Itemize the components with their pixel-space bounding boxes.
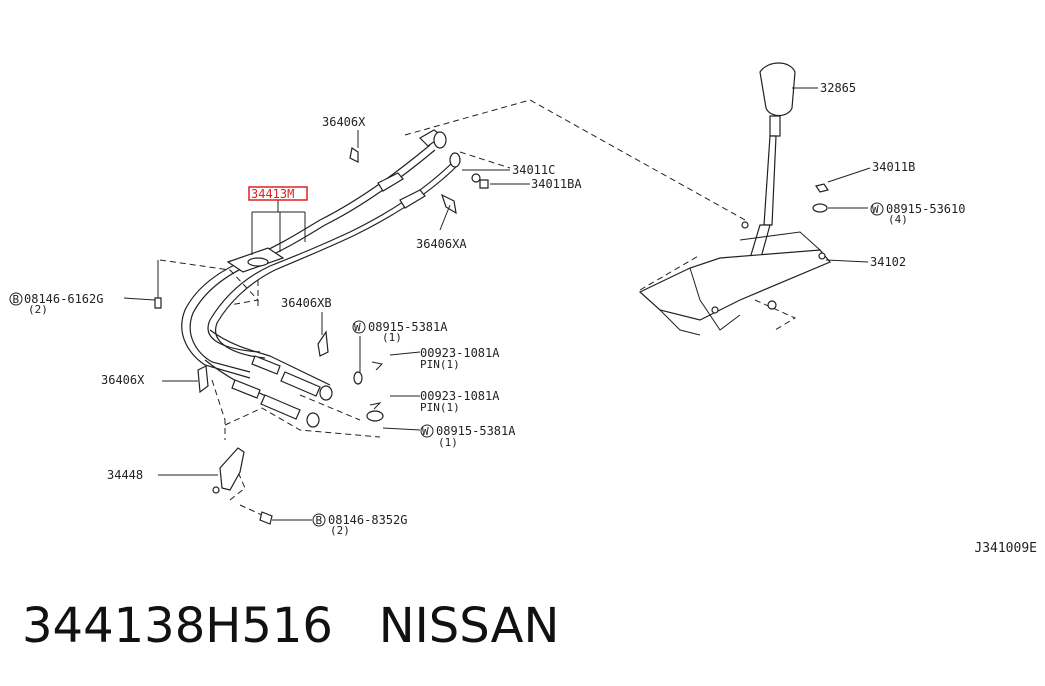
bolt-08146-6162G xyxy=(154,297,162,309)
bolt-symbol-text: B xyxy=(13,293,20,306)
clip-36406XB xyxy=(317,330,329,357)
label-00923-pin-bot: PIN(1) xyxy=(420,401,460,414)
label-32865: 32865 xyxy=(820,81,856,95)
symbol-markers: B W W W B xyxy=(9,202,884,527)
label-34011C: 34011C xyxy=(512,163,555,177)
label-08146-6162G: 08146-6162G xyxy=(24,292,103,306)
label-36406XA: 36406XA xyxy=(416,237,467,251)
label-34413M-highlight: 34413M xyxy=(251,187,294,201)
label-08915-53610-qty: (4) xyxy=(888,213,908,226)
label-36406X-top: 36406X xyxy=(322,115,366,129)
highlight-box xyxy=(248,186,308,201)
shift-knob-32865 xyxy=(759,62,796,117)
bolt-08146-8352G xyxy=(259,511,273,525)
leader-lines xyxy=(123,87,871,521)
label-36406X-left: 36406X xyxy=(101,373,145,387)
drawing-code: J341009E xyxy=(974,541,1037,556)
label-34448: 34448 xyxy=(107,468,143,482)
label-08146-8352G: 08146-8352G xyxy=(328,513,407,527)
clip-36406XA xyxy=(440,193,457,215)
label-08915-5381A-bot: 08915-5381A xyxy=(436,424,516,438)
washer-symbol-icon xyxy=(870,202,884,216)
label-00923-1081A-top: 00923-1081A xyxy=(420,346,500,360)
label-34102: 34102 xyxy=(870,255,906,269)
footer-part-number: 344138H516 xyxy=(22,598,333,654)
footer-brand: NISSAN xyxy=(378,598,560,654)
clips xyxy=(197,147,457,494)
washer-08915-5381A-top xyxy=(353,371,363,385)
label-00923-pin-top: PIN(1) xyxy=(420,358,460,371)
label-08915-5381A-top-qty: (1) xyxy=(382,331,402,344)
label-34011B: 34011B xyxy=(872,160,915,174)
nut-34011BA xyxy=(479,179,489,189)
bolt-symbol-text: B xyxy=(316,514,323,527)
clip-36406X-left xyxy=(197,365,209,394)
label-08915-53610: 08915-53610 xyxy=(886,202,965,216)
washer-symbol-text: W xyxy=(354,321,361,334)
label-08146-8352G-qty: (2) xyxy=(330,524,350,537)
shift-base-34102 xyxy=(638,249,831,321)
reference-lines xyxy=(159,99,797,516)
washer-08915-5381A-bot xyxy=(366,410,384,422)
label-08146-6162G-qty: (2) xyxy=(28,303,48,316)
shift-lever-assembly xyxy=(638,62,831,336)
pin-00923-bot xyxy=(369,402,382,410)
bolt-symbol-icon xyxy=(312,513,326,527)
washer-08915-53610 xyxy=(812,203,828,213)
pin-00923-top xyxy=(371,361,384,371)
part-labels: 36406X 34413M 34011C 34011BA 36406XA 328… xyxy=(24,81,965,537)
clip-36406X-top xyxy=(349,147,359,163)
washer-34011C xyxy=(471,173,481,183)
label-08915-5381A-top: 08915-5381A xyxy=(368,320,448,334)
label-08915-5381A-bot-qty: (1) xyxy=(438,436,458,449)
label-34011BA: 34011BA xyxy=(531,177,582,191)
fasteners xyxy=(154,173,829,525)
washer-symbol-text: W xyxy=(422,425,429,438)
washer-symbol-text: W xyxy=(872,203,879,216)
washer-symbol-icon xyxy=(420,424,434,438)
washer-symbol-icon xyxy=(352,320,366,334)
label-00923-1081A-bot: 00923-1081A xyxy=(420,389,500,403)
bracket-34448 xyxy=(219,447,245,491)
bolt-symbol-icon xyxy=(9,292,23,306)
footer-caption: 344138H516 NISSAN xyxy=(22,598,559,654)
nut-34011B xyxy=(815,183,829,193)
control-cable-assembly xyxy=(181,129,461,428)
label-36406XB: 36406XB xyxy=(281,296,332,310)
